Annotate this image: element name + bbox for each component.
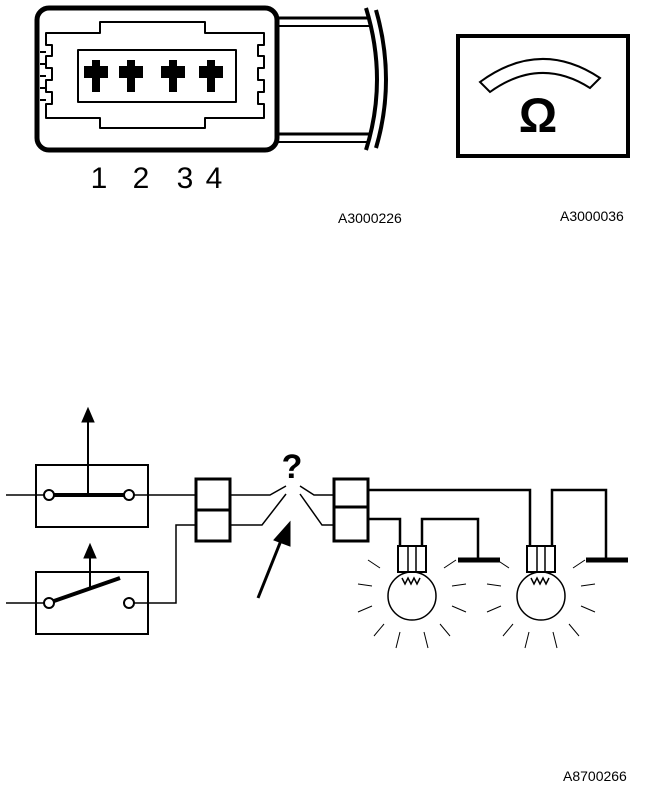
ohmmeter-frame xyxy=(456,34,630,158)
lamp-1 xyxy=(357,545,467,649)
wire-upper-resume xyxy=(299,485,334,496)
switch-2-arrow-icon xyxy=(83,542,97,559)
connector-pins xyxy=(84,60,223,92)
pin-label-1: 1 xyxy=(91,162,108,195)
fault-pointer-line xyxy=(256,537,284,599)
pin-label-2: 2 xyxy=(133,162,150,195)
ohmmeter-scale-arc xyxy=(478,58,602,94)
wire-upper-break xyxy=(230,485,287,496)
ohmmeter-diagram xyxy=(456,34,630,158)
ohm-symbol: Ω xyxy=(519,90,557,143)
ohmmeter-ref-code: A3000036 xyxy=(560,208,624,224)
lamp-1-rays xyxy=(357,559,467,649)
pin-label-3: 3 xyxy=(177,162,194,195)
switch-2-contact-left xyxy=(43,597,55,609)
wire-lower-break xyxy=(230,493,287,526)
switch-2-blade xyxy=(53,576,121,603)
lamp-2-filament xyxy=(530,576,550,586)
wire-lower-resume xyxy=(299,493,334,526)
switch-2-lead-out xyxy=(134,524,196,604)
wire-lamp-1-ground xyxy=(420,517,480,558)
lamp-1-filament xyxy=(401,576,421,586)
connector-block-b xyxy=(332,477,370,543)
wire-lamp-2-ground xyxy=(550,488,608,558)
lamp-2-rays xyxy=(486,559,596,649)
pin-label-4: 4 xyxy=(206,162,223,195)
wire-top-bus xyxy=(368,488,532,546)
connector-inner-frame xyxy=(45,21,265,129)
circuit-diagram xyxy=(6,406,628,649)
fault-pointer-arrow-icon xyxy=(273,520,291,547)
lamp-2 xyxy=(486,545,596,649)
fault-question-mark: ? xyxy=(282,448,303,486)
connector-ref-code: A3000226 xyxy=(338,210,402,226)
connector-left-notches xyxy=(40,51,46,101)
lamp-2-socket xyxy=(526,545,556,573)
connector-pin-3 xyxy=(161,60,185,92)
switch-1-contact-right xyxy=(123,489,135,501)
switch-1-box xyxy=(35,464,149,528)
connector-pin-4 xyxy=(199,60,223,92)
connector-pin-2 xyxy=(119,60,143,92)
circuit-ref-code: A8700266 xyxy=(563,768,627,784)
connector-diagram xyxy=(34,5,388,153)
switch-2-contact-right xyxy=(123,597,135,609)
lamp-1-bulb xyxy=(387,571,437,621)
lamp-2-bulb xyxy=(516,571,566,621)
switch-1-contact-left xyxy=(43,489,55,501)
connector-latch-grip xyxy=(364,7,388,151)
connector-pin-1 xyxy=(84,60,108,92)
connector-terminal-window xyxy=(77,49,237,103)
wire-lamp-1-feed xyxy=(368,517,402,546)
connector-housing xyxy=(34,5,280,153)
switch-1-arrow-icon xyxy=(81,406,95,423)
lamp-1-socket xyxy=(397,545,427,573)
